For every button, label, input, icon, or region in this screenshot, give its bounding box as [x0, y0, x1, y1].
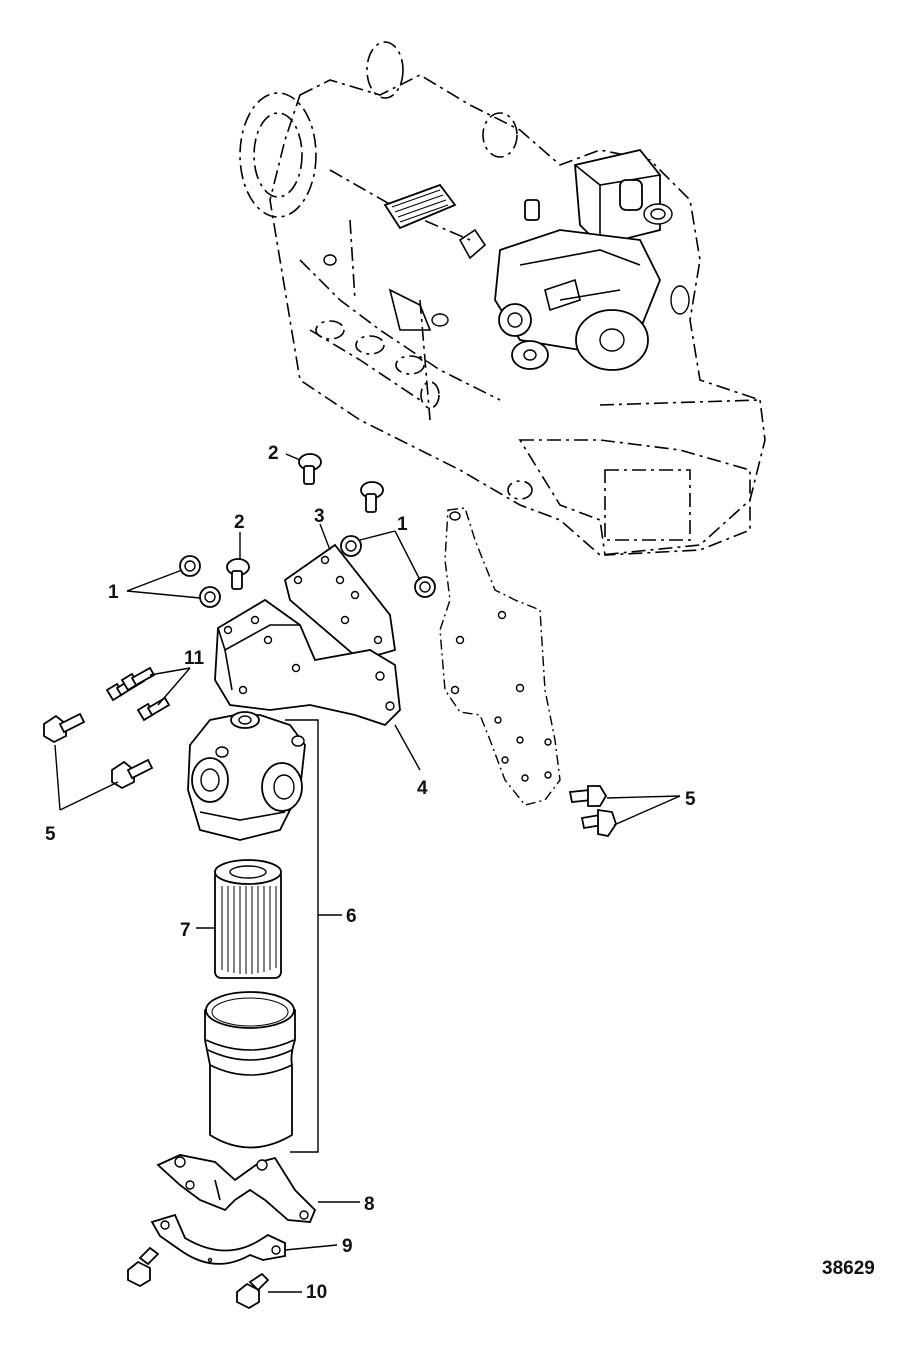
clamp-lower-item-9	[150, 1213, 286, 1265]
callout-5-right: 5	[685, 789, 696, 810]
engine-mount-bracket-phantom	[439, 507, 561, 806]
callout-1-left: 1	[108, 582, 119, 603]
bolt-item-5-left	[43, 712, 154, 790]
figure-number: 38629	[822, 1258, 875, 1279]
callout-2-upper: 2	[268, 443, 279, 464]
clamp-upper-item-8	[156, 1154, 317, 1223]
filter-head-item-6	[187, 711, 306, 841]
screw-item-2-upper	[298, 453, 322, 485]
callout-7: 7	[180, 920, 191, 941]
mounting-plate-item-3	[283, 543, 397, 661]
callout-6: 6	[346, 906, 357, 927]
engine-phantom-outline	[239, 41, 766, 556]
callout-1-right: 1	[397, 514, 408, 535]
callout-3: 3	[314, 506, 325, 527]
leader-lines	[54, 453, 681, 1293]
callout-9: 9	[342, 1236, 353, 1257]
engine-solid-details	[323, 148, 690, 371]
callout-labels: 2 2 3 1 1 11 4 5 5 6 7 8 9 10 38629	[45, 443, 875, 1303]
bolt-item-5-right	[568, 785, 617, 838]
bushing-item-1	[179, 535, 436, 608]
callout-11: 11	[184, 648, 205, 669]
filter-bowl-item-6	[204, 991, 296, 1149]
bolt-item-10	[127, 1246, 270, 1310]
filter-element-item-7	[214, 859, 282, 979]
callout-8: 8	[364, 1194, 375, 1215]
callout-10: 10	[306, 1282, 327, 1303]
bolt-item-11	[105, 666, 171, 722]
callout-4: 4	[417, 778, 428, 799]
callout-5-left: 5	[45, 824, 56, 845]
callout-2-lower: 2	[234, 512, 245, 533]
filter-bracket-item-4	[214, 598, 401, 727]
screw-item-2-right	[360, 481, 384, 513]
screw-item-2-lower	[226, 558, 250, 590]
